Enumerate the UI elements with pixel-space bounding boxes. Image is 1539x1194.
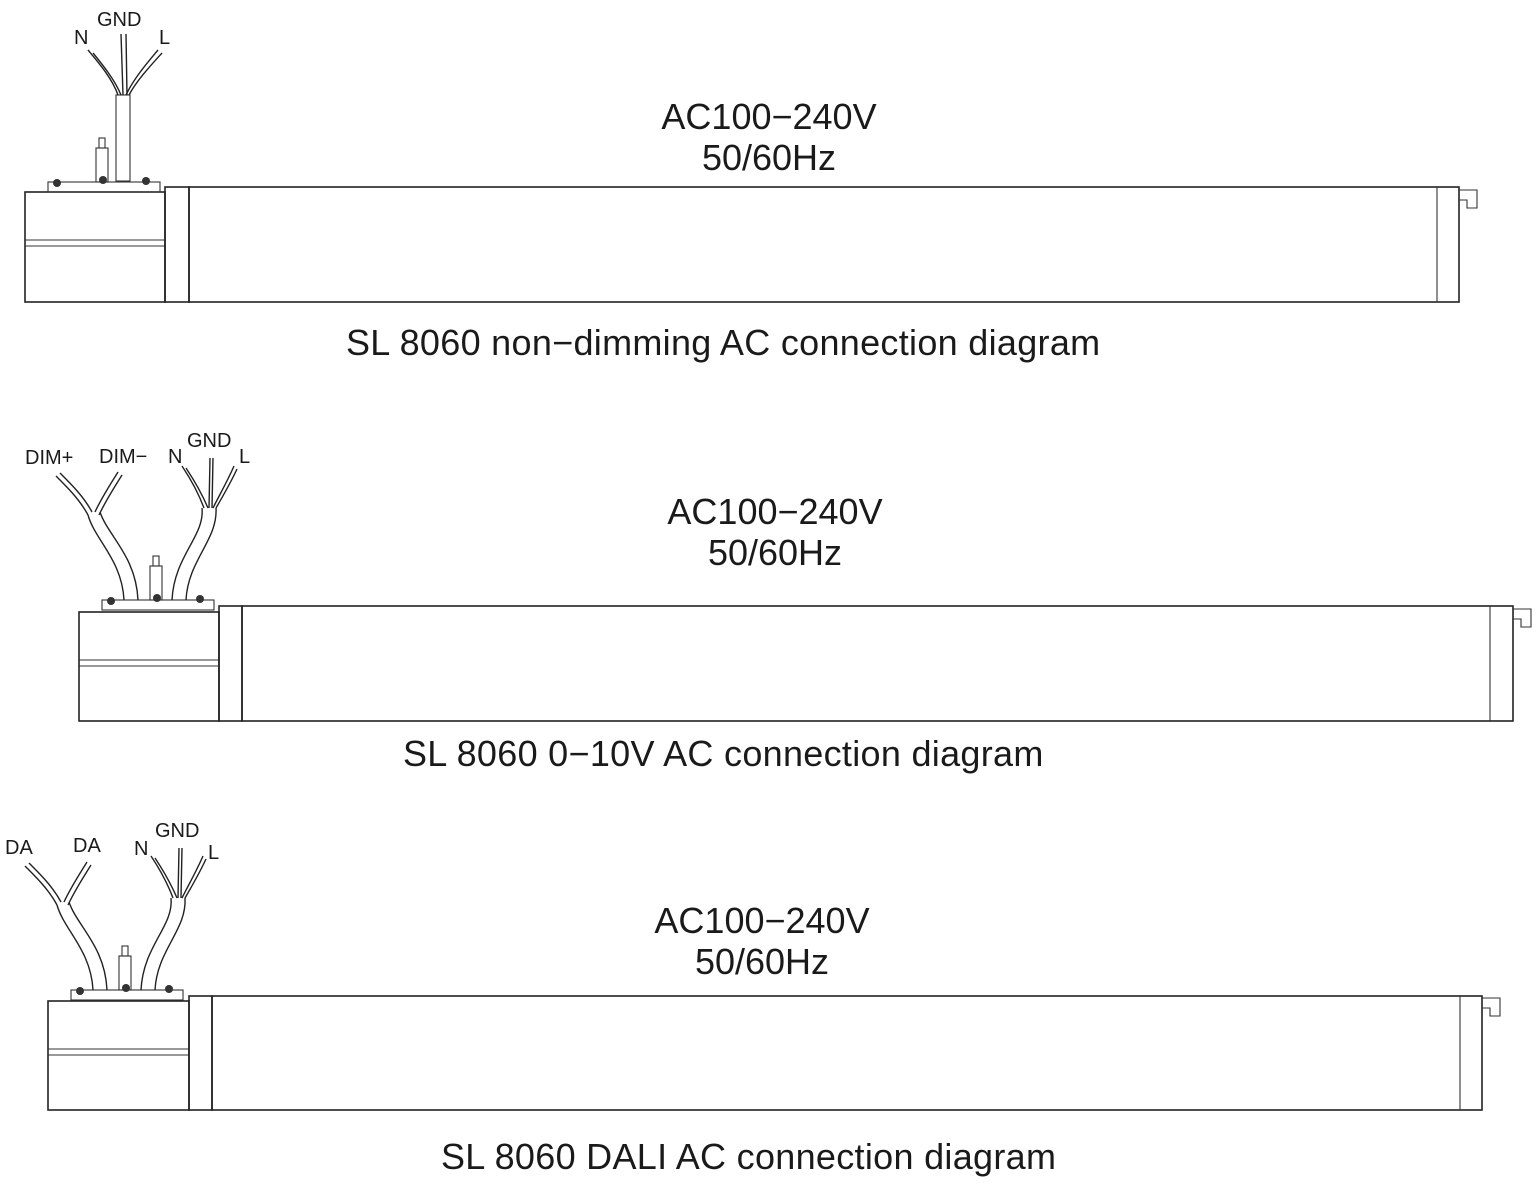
wire-label-gnd: GND xyxy=(187,430,232,452)
voltage-spec: AC100−240V 50/60Hz xyxy=(569,96,969,178)
end-clip xyxy=(1513,608,1532,628)
end-cap xyxy=(188,995,213,1111)
end-clip xyxy=(1482,997,1501,1017)
voltage-text: AC100−240V xyxy=(654,900,870,941)
wire-label-l: L xyxy=(208,842,220,864)
voltage-text: AC100−240V xyxy=(667,491,883,532)
diagram-caption: SL 8060 non−dimming AC connection diagra… xyxy=(346,322,1101,363)
wire-label-n: N xyxy=(168,446,183,468)
diagram-non-dimming: N GND L AC100−240V 50/60Hz SL 8060 non−d… xyxy=(0,0,1539,380)
diagram-caption: SL 8060 0−10V AC connection diagram xyxy=(403,733,1044,774)
wire-label-n: N xyxy=(134,838,149,860)
frequency-text: 50/60Hz xyxy=(694,941,830,982)
voltage-spec: AC100−240V 50/60Hz xyxy=(562,900,962,982)
wire-label-gnd: GND xyxy=(155,820,200,842)
frequency-text: 50/60Hz xyxy=(701,137,837,178)
end-clip xyxy=(1459,189,1478,209)
wire-label-da-2: DA xyxy=(73,835,101,857)
wire-label-l: L xyxy=(239,446,251,468)
wire-label-dim-minus: DIM− xyxy=(99,446,148,468)
luminaire-body xyxy=(188,186,1460,303)
frequency-text: 50/60Hz xyxy=(707,532,843,573)
voltage-spec: AC100−240V 50/60Hz xyxy=(575,491,975,573)
luminaire-body xyxy=(211,995,1483,1111)
luminaire-body xyxy=(241,605,1514,722)
wire-label-gnd: GND xyxy=(97,9,142,31)
wire-label-n: N xyxy=(74,27,89,49)
wire-label-l: L xyxy=(159,27,171,49)
diagram-0-10v: DIM+ DIM− N GND L AC100−240V 50/60Hz SL … xyxy=(25,430,1532,774)
voltage-text: AC100−240V xyxy=(661,96,877,137)
luminaire-drawing-0-10v xyxy=(55,457,1532,722)
diagram-caption: SL 8060 DALI AC connection diagram xyxy=(441,1136,1057,1177)
wire-label-da-1: DA xyxy=(5,837,33,859)
luminaire-drawing-non-dimming xyxy=(24,33,1478,303)
wire-label-dim-plus: DIM+ xyxy=(25,447,74,469)
